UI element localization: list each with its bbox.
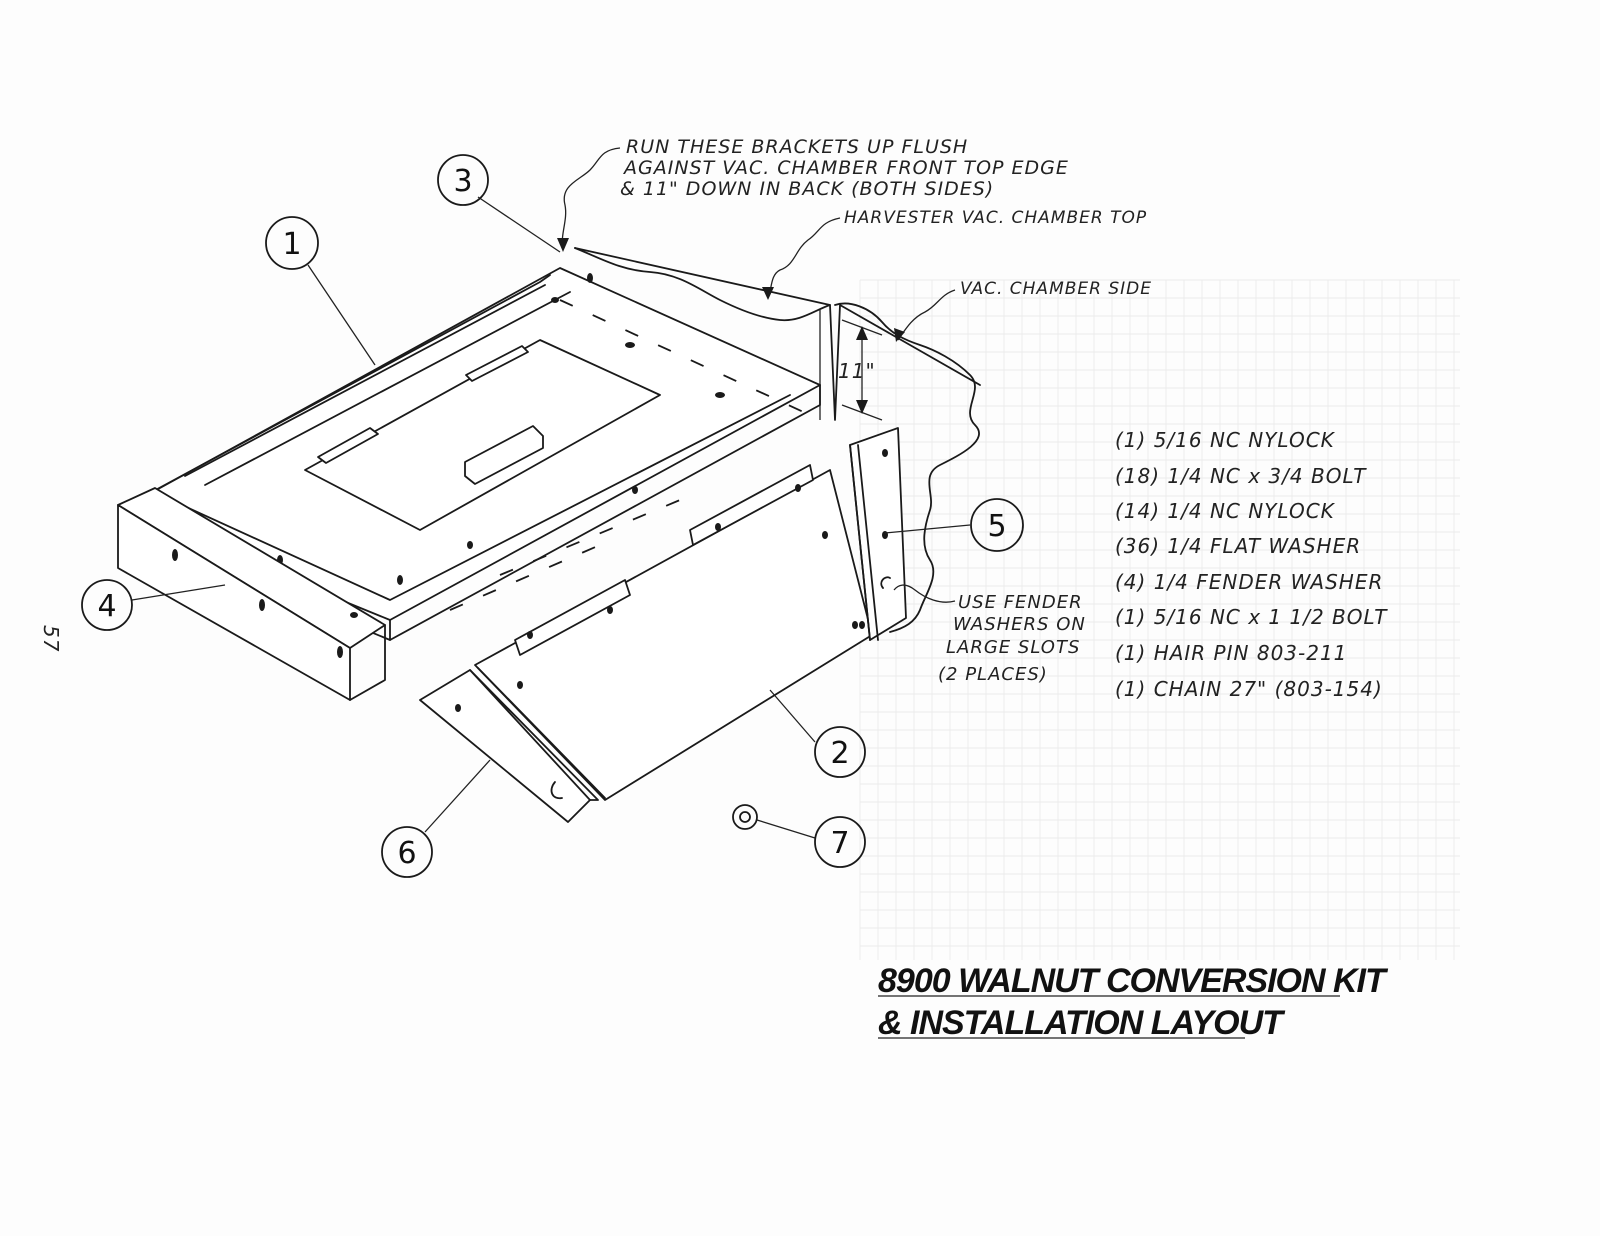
svg-text:RUN THESE BRACKETS UP FLUSH: RUN THESE BRACKETS UP FLUSH bbox=[626, 136, 968, 158]
part-7-washer bbox=[732, 804, 758, 830]
parts-list-item: (1) 5/16 NC NYLOCK bbox=[1115, 428, 1336, 452]
dimension-label: 11" bbox=[838, 359, 876, 383]
svg-text:AGAINST VAC. CHAMBER FRONT TO: AGAINST VAC. CHAMBER FRONT TOP EDGE bbox=[622, 157, 1069, 179]
callout-6: 6 bbox=[381, 826, 433, 878]
callout-3: 3 bbox=[437, 154, 489, 206]
page-number: 57 bbox=[39, 625, 63, 652]
graph-paper-grid bbox=[859, 279, 1460, 960]
leader-lines bbox=[131, 147, 971, 839]
parts-list-item: (1) 5/16 NC x 1 1/2 BOLT bbox=[1115, 605, 1388, 629]
title-line-1: 8900 WALNUT CONVERSION KIT bbox=[878, 962, 1389, 1000]
callout-7: 7 bbox=[814, 816, 866, 868]
parts-list-item: (4) 1/4 FENDER WASHER bbox=[1115, 570, 1383, 594]
note-chamber-side: VAC. CHAMBER SIDE bbox=[960, 279, 1152, 299]
callout-2: 2 bbox=[814, 726, 866, 778]
parts-list-item: (14) 1/4 NC NYLOCK bbox=[1115, 499, 1336, 523]
dimension-11: 11" bbox=[838, 319, 883, 421]
part-1-tray bbox=[119, 267, 821, 641]
svg-text:LARGE SLOTS: LARGE SLOTS bbox=[946, 637, 1080, 658]
svg-text:WASHERS ON: WASHERS ON bbox=[953, 614, 1086, 635]
svg-text:2: 2 bbox=[830, 736, 849, 771]
svg-text:3: 3 bbox=[453, 164, 472, 199]
note-chamber-top: HARVESTER VAC. CHAMBER TOP bbox=[844, 208, 1147, 228]
part-5-bracket bbox=[849, 427, 907, 641]
parts-list-item: (36) 1/4 FLAT WASHER bbox=[1115, 534, 1361, 558]
callout-4: 4 bbox=[81, 579, 133, 631]
parts-list: (1) 5/16 NC NYLOCK (18) 1/4 NC x 3/4 BOL… bbox=[1115, 428, 1388, 701]
part-4-bracket bbox=[117, 487, 386, 701]
svg-text:5: 5 bbox=[987, 509, 1006, 544]
svg-text:7: 7 bbox=[830, 826, 849, 861]
svg-text:(2 PLACES): (2 PLACES) bbox=[938, 664, 1048, 685]
parts-list-item: (1) CHAIN 27" (803-154) bbox=[1115, 677, 1383, 701]
svg-text:1: 1 bbox=[282, 227, 301, 262]
svg-text:6: 6 bbox=[397, 836, 416, 871]
svg-text:USE FENDER: USE FENDER bbox=[958, 592, 1083, 613]
callout-1: 1 bbox=[265, 216, 319, 270]
part-2-plate bbox=[449, 464, 873, 801]
note-brackets: RUN THESE BRACKETS UP FLUSH AGAINST VAC.… bbox=[620, 136, 1069, 200]
drawing-title: 8900 WALNUT CONVERSION KIT & INSTALLATIO… bbox=[878, 962, 1390, 1042]
svg-text:4: 4 bbox=[97, 589, 116, 624]
parts-list-item: (1) HAIR PIN 803-211 bbox=[1115, 641, 1347, 665]
title-line-2: & INSTALLATION LAYOUT bbox=[878, 1004, 1286, 1042]
callout-5: 5 bbox=[970, 498, 1024, 552]
parts-list-item: (18) 1/4 NC x 3/4 BOLT bbox=[1115, 464, 1367, 488]
note-fender-washers: USE FENDER WASHERS ON LARGE SLOTS (2 PLA… bbox=[938, 592, 1086, 685]
part-6-bracket bbox=[419, 667, 606, 823]
svg-text:& 11" DOWN IN BACK (BOTH SIDES: & 11" DOWN IN BACK (BOTH SIDES) bbox=[620, 178, 994, 200]
